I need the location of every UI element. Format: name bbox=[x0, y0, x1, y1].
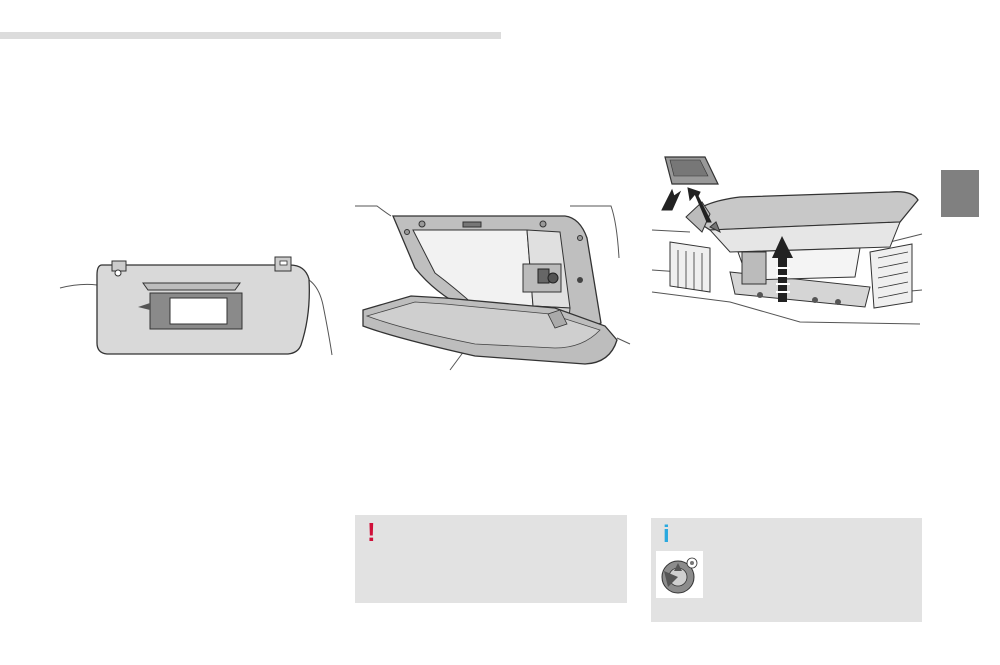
info-note-box: i bbox=[651, 518, 922, 622]
glove-box-illustration bbox=[355, 205, 631, 371]
info-icon: i bbox=[663, 521, 670, 548]
warning-icon: ! bbox=[367, 517, 376, 547]
upper-storage-illustration bbox=[651, 156, 923, 325]
warning-note-box: ! bbox=[355, 515, 627, 603]
chapter-tab[interactable] bbox=[941, 170, 979, 217]
control-wheel-icon bbox=[656, 551, 703, 598]
sun-visor-illustration bbox=[59, 256, 333, 356]
header-rule bbox=[0, 32, 501, 39]
